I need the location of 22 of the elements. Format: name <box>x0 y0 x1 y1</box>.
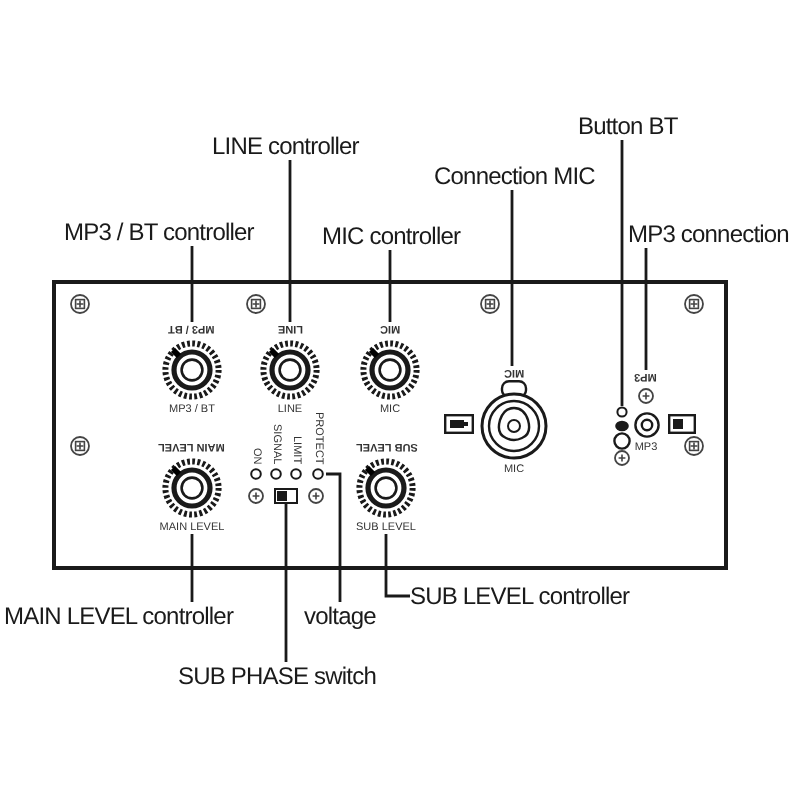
leader-line <box>326 472 342 602</box>
leader-line <box>288 160 292 322</box>
leader-line <box>388 250 392 322</box>
leader-line <box>190 246 194 322</box>
leader-line <box>190 534 194 602</box>
leader-line <box>510 190 514 366</box>
callout-label: SUB PHASE switch <box>178 662 376 690</box>
callout-label: MP3 / BT controller <box>64 218 254 246</box>
leader-line <box>284 504 288 662</box>
callout-label: MIC controller <box>322 222 461 250</box>
slide-switch <box>274 488 298 504</box>
leader-line <box>384 534 410 598</box>
callout-label: MP3 connection <box>628 220 789 248</box>
callout-label: LINE controller <box>212 132 359 160</box>
callout-label: MAIN LEVEL controller <box>4 602 234 630</box>
push-button <box>612 406 632 450</box>
callout-label: voltage <box>304 602 376 630</box>
leader-line <box>644 248 648 370</box>
callout-label: SUB LEVEL controller <box>410 582 630 610</box>
leader-line <box>620 140 624 406</box>
callout-label: Button BT <box>578 112 678 140</box>
callout-label: Connection MIC <box>434 162 595 190</box>
